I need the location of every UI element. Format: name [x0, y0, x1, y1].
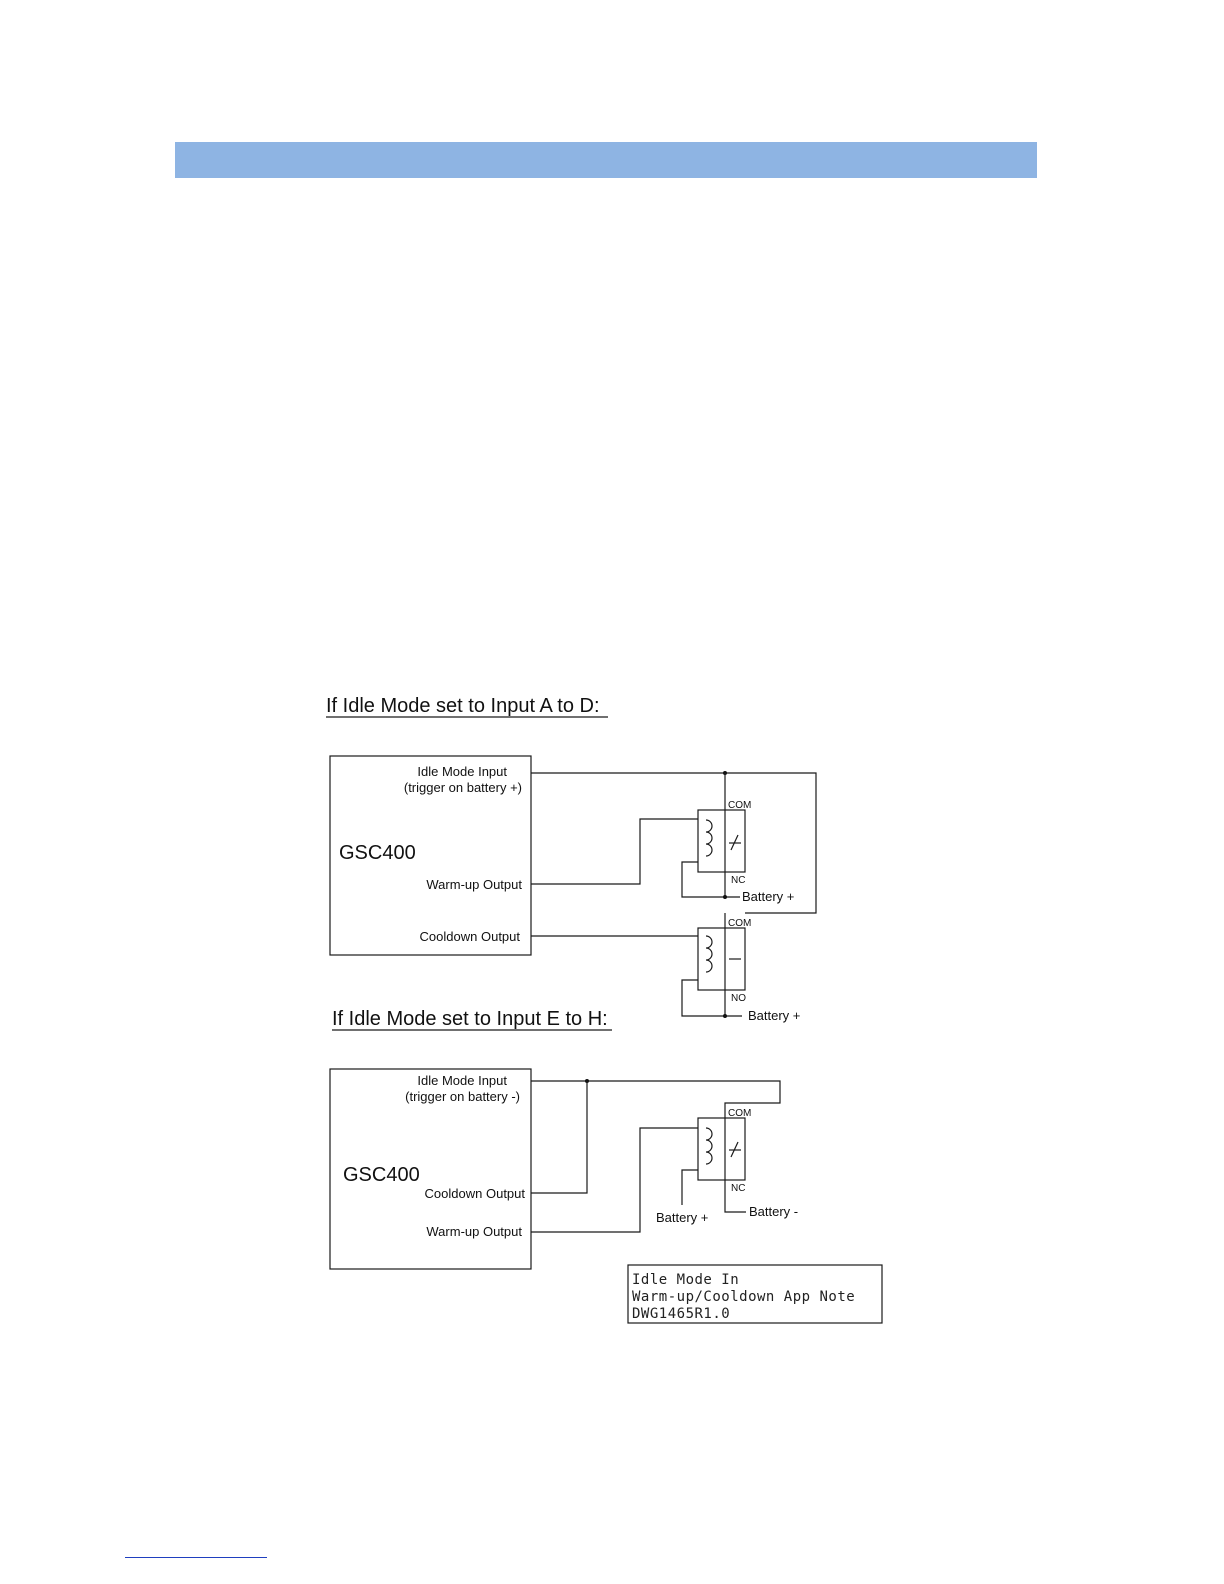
diagram-a-relay1-body — [697, 809, 746, 873]
diagram-a-relay2-supply: Battery + — [748, 1008, 800, 1023]
diagram-a-relay1-coil-icon — [705, 819, 713, 857]
diagram-a-cooldown-label: Cooldown Output — [420, 929, 521, 944]
diagram-b-warmup-wire — [531, 1127, 698, 1233]
diagram-b-controller-box — [329, 1068, 532, 1270]
diagram-a-relay2-return-wire — [681, 979, 742, 1017]
diagram-a-relay2-contact: NO — [731, 993, 746, 1004]
diagram-a-idle-wire — [531, 772, 817, 914]
diagram-a-warmup-label: Warm-up Output — [426, 877, 522, 892]
diagram-a-idle-input-label: Idle Mode Input — [417, 764, 507, 779]
diagram-b-battery-pos: Battery + — [656, 1210, 708, 1225]
diagram-a-relay1-com: COM — [728, 800, 751, 811]
diagram-b-controller-label: GSC400 — [343, 1164, 420, 1186]
header-bar — [175, 142, 1037, 178]
title-block-line1: Idle Mode In — [632, 1272, 739, 1288]
diagram-a-warmup-wire — [531, 818, 698, 885]
diagram-b-idle-input-label: Idle Mode Input — [417, 1073, 507, 1088]
diagram-b-relay-com: COM — [728, 1108, 751, 1119]
title-block-line2: Warm-up/Cooldown App Note — [632, 1289, 855, 1305]
diagram-b-battery-neg-wire — [724, 1180, 746, 1213]
diagram-b-idle-wire — [531, 1080, 781, 1118]
diagram-b-relay-coil-icon — [705, 1127, 713, 1165]
diagram-b-battery-neg: Battery - — [749, 1204, 798, 1219]
diagram-a-controller-label: GSC400 — [339, 842, 416, 864]
diagram-a-relay2-coil-icon — [705, 935, 713, 973]
diagram-b-relay-nc-slash — [730, 1141, 739, 1158]
diagram-a-junction-mid — [723, 895, 727, 899]
diagram-b-battery-pos-wire — [681, 1169, 698, 1205]
diagram-a-relay2-com: COM — [728, 918, 751, 929]
diagram-a-junction-bottom — [723, 1014, 727, 1018]
diagram-b-cooldown-label: Cooldown Output — [425, 1186, 526, 1201]
title-block-line3: DWG1465R1.0 — [632, 1306, 730, 1322]
diagram-b-cooldown-wire — [531, 1081, 588, 1194]
diagram-b-warmup-label: Warm-up Output — [426, 1224, 522, 1239]
diagram-a-idle-input-note: (trigger on battery +) — [404, 780, 522, 795]
diagram-a-controller-box — [329, 755, 532, 956]
diagram-b-heading: If Idle Mode set to Input E to H: — [332, 1008, 608, 1030]
title-block — [627, 1264, 883, 1324]
footer-rule — [125, 1557, 267, 1558]
diagram-a-heading: If Idle Mode set to Input A to D: — [326, 695, 600, 717]
diagram-a-relay1-contact: NC — [731, 875, 745, 886]
diagram-a-relay1-return-wire — [681, 861, 740, 898]
diagram-a-relay1-nc-slash — [730, 834, 739, 851]
diagram-a-relay1-supply: Battery + — [742, 889, 794, 904]
diagram-b-relay-body — [697, 1117, 746, 1181]
diagram-b-relay-contact: NC — [731, 1183, 745, 1194]
diagram-b-idle-input-note: (trigger on battery -) — [405, 1089, 520, 1104]
